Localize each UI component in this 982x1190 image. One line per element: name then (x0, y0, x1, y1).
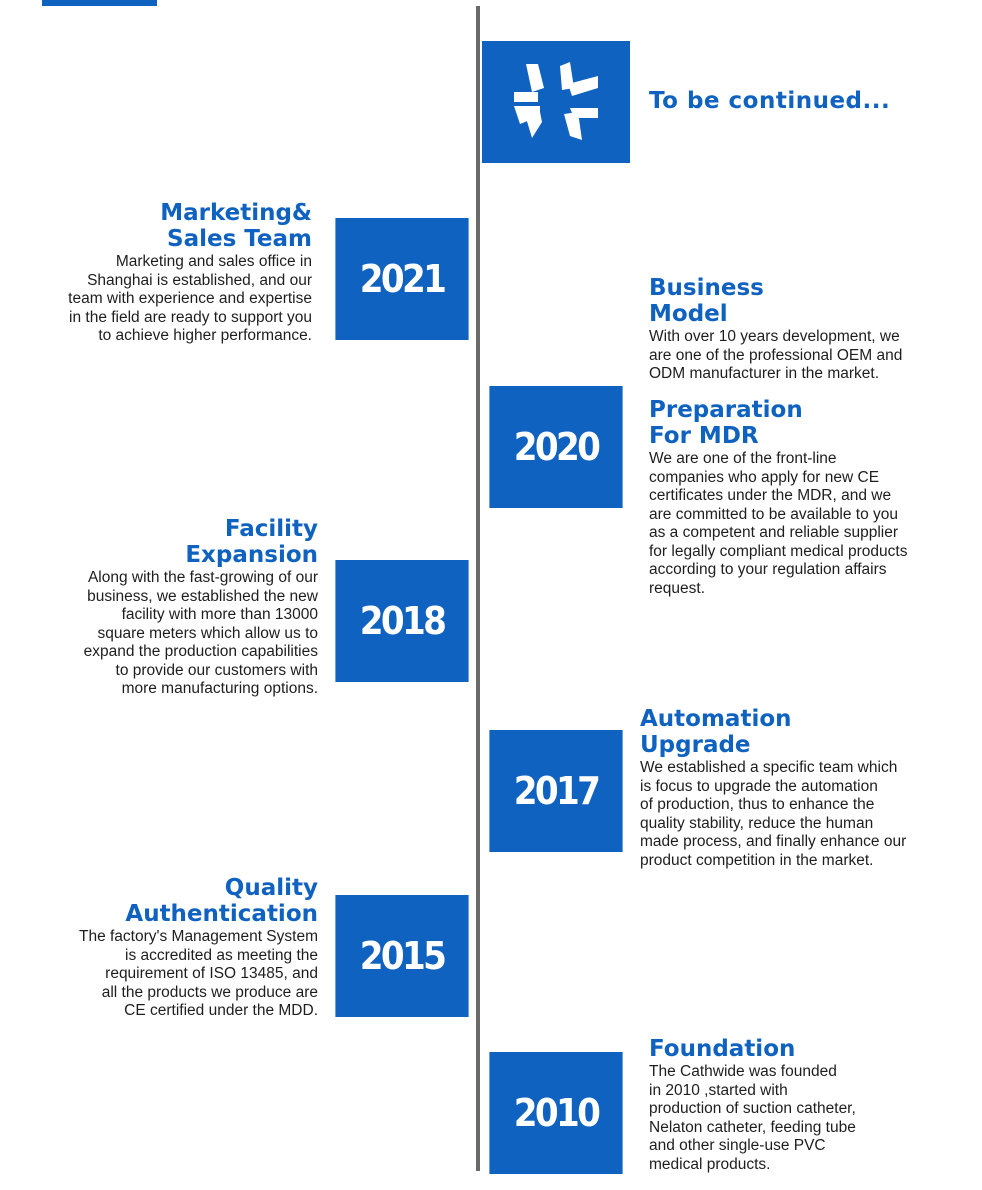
entry-title: Facility Expansion (185, 516, 318, 568)
entry-title: Foundation (649, 1036, 796, 1062)
entry-business-model: Business Model With over 10 years develo… (649, 275, 979, 384)
entry-body: With over 10 years development, we are o… (649, 328, 903, 382)
entry-body: We are one of the front-line companies w… (649, 450, 908, 597)
year-box-2018: 2018 (335, 560, 469, 682)
entry-title: Preparation For MDR (649, 397, 803, 449)
entry-body: The factory's Management System is accre… (78, 928, 318, 1019)
year-box-2021: 2021 (335, 218, 469, 340)
year-box-2010: 2010 (489, 1052, 623, 1174)
year-box-2015: 2015 (335, 895, 469, 1017)
timeline-axis (476, 6, 480, 1171)
entry-preparation-mdr: Preparation For MDR We are one of the fr… (649, 397, 979, 598)
continued-label: To be continued... (649, 88, 891, 114)
entry-foundation: Foundation The Cathwide was founded in 2… (649, 1036, 979, 1174)
entry-title: Quality Authentication (125, 875, 318, 927)
entry-body: We established a specific team which is … (640, 759, 907, 869)
entry-body: Along with the fast-growing of our busin… (83, 569, 318, 697)
entry-quality-authentication: Quality Authentication The factory's Man… (0, 875, 318, 1021)
entry-facility-expansion: Facility Expansion Along with the fast-g… (0, 516, 318, 699)
entry-body: Marketing and sales office in Shanghai i… (68, 253, 312, 344)
year-box-2020: 2020 (489, 386, 623, 508)
entry-title: Business Model (649, 275, 764, 327)
entry-title: Automation Upgrade (640, 706, 792, 758)
entry-automation-upgrade: Automation Upgrade We established a spec… (640, 706, 980, 870)
asterisk-burst-icon (514, 62, 598, 140)
year-box-2017: 2017 (489, 730, 623, 852)
continued-box (482, 41, 630, 163)
entry-body: The Cathwide was founded in 2010 ,starte… (649, 1063, 856, 1173)
top-accent-tab (42, 0, 157, 6)
entry-marketing-sales: Marketing& Sales Team Marketing and sale… (0, 200, 312, 346)
entry-title: Marketing& Sales Team (160, 200, 312, 252)
